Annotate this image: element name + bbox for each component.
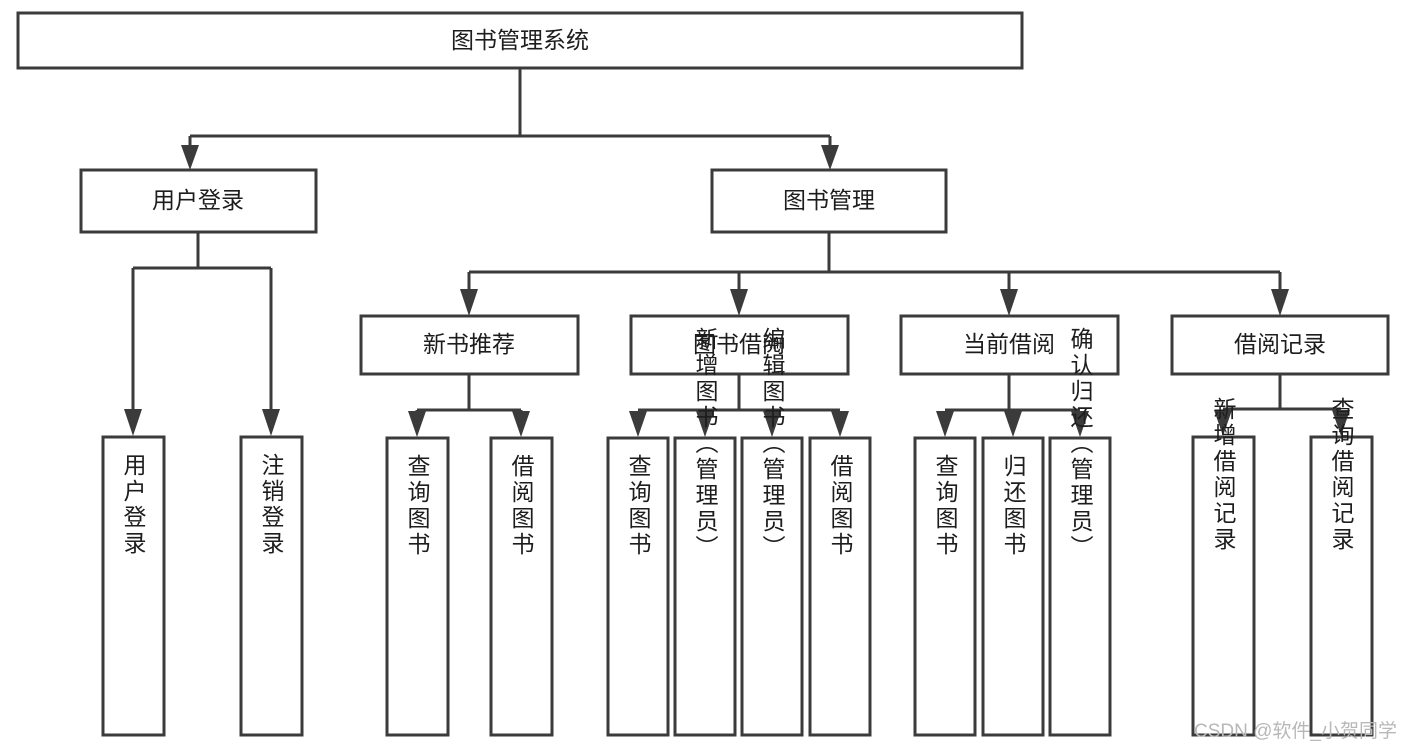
leaf-borrow-edit-book-admin[interactable]: 编辑图书（管理员） [740,327,804,737]
leaf-borrow-edit-book-admin-box[interactable] [740,436,804,737]
leaf-record-query-record-box[interactable] [1309,435,1374,737]
leaf-newbook-query-book-box[interactable] [385,436,450,737]
leaf-newbook-query-book[interactable]: 查询图书 [385,436,450,737]
leaf-user-login-box[interactable] [101,435,166,737]
arrow-head-newbook-leaf-2 [512,411,530,437]
leaf-logout-box[interactable] [239,435,304,737]
node-new-book-recommend-box[interactable] [359,314,580,376]
leaf-logout-label: 注销登录 [258,453,285,557]
node-root[interactable]: 图书管理系统 [16,11,1024,70]
node-current-borrow-box[interactable] [899,314,1120,376]
leaf-borrow-borrow-book-box[interactable] [808,436,872,737]
node-root-box[interactable] [16,11,1024,70]
leaf-borrow-query-book-label: 查询图书 [625,454,652,558]
leaf-record-add-record[interactable]: 新增借阅记录 [1191,397,1256,737]
node-borrow-record[interactable]: 借阅记录 [1170,314,1390,376]
arrow-head-borrow-leaf-1 [629,411,647,437]
node-user-login-label: 用户登录 [152,187,244,213]
arrow-head-record-leaf-1 [1214,410,1232,436]
leaf-current-confirm-return-admin[interactable]: 确认归还（管理员） [1048,327,1112,737]
leaf-current-return-book[interactable]: 归还图书 [981,436,1045,737]
arrow-head-current-leaf-2 [1004,411,1022,437]
leaf-current-return-book-box[interactable] [981,436,1045,737]
arrow-head-record-leaf-2 [1332,410,1350,436]
leaf-newbook-query-book-label: 查询图书 [404,454,431,558]
leaf-borrow-add-book-admin-box[interactable] [673,436,737,737]
node-book-borrow-box[interactable] [629,314,850,376]
arrow-head-current-leaf-1 [936,411,954,437]
leaf-newbook-borrow-book-box[interactable] [489,436,554,737]
node-borrow-record-box[interactable] [1170,314,1390,376]
node-book-management-label: 图书管理 [783,187,875,213]
node-book-borrow-label: 图书借阅 [693,331,785,357]
leaf-borrow-edit-book-admin-label: 编辑图书（管理员） [759,327,786,561]
leaf-current-confirm-return-admin-box[interactable] [1048,436,1112,737]
leaf-newbook-borrow-book-label: 借阅图书 [508,454,535,558]
leaf-record-query-record-label: 查询借阅记录 [1328,397,1355,553]
leaf-borrow-query-book[interactable]: 查询图书 [606,436,670,737]
leaf-borrow-add-book-admin[interactable]: 新增图书（管理员） [673,327,737,737]
leaf-current-query-book-label: 查询图书 [932,454,959,558]
arrow-head-borrow [730,289,748,316]
leaf-user-login-label: 用户登录 [120,453,147,557]
node-book-management[interactable]: 图书管理 [710,168,948,234]
leaf-borrow-borrow-book[interactable]: 借阅图书 [808,436,872,737]
leaf-record-query-record[interactable]: 查询借阅记录 [1309,397,1374,737]
node-user-login-box[interactable] [79,168,318,234]
node-user-login[interactable]: 用户登录 [79,168,318,234]
arrow-head-newbook-leaf-1 [408,411,426,437]
node-book-management-box[interactable] [710,168,948,234]
leaf-record-add-record-box[interactable] [1191,435,1256,737]
node-book-borrow[interactable]: 图书借阅 [629,314,850,376]
arrow-head-record [1271,289,1289,316]
node-new-book-recommend[interactable]: 新书推荐 [359,314,580,376]
node-borrow-record-label: 借阅记录 [1234,331,1326,357]
node-current-borrow[interactable]: 当前借阅 [899,314,1120,376]
arrow-head-book-mgmt [821,145,839,170]
leaf-borrow-borrow-book-label: 借阅图书 [827,454,854,558]
arrow-head-borrow-leaf-3 [763,411,781,437]
arrow-head-newbook [460,289,478,316]
leaf-borrow-query-book-box[interactable] [606,436,670,737]
arrow-head-borrow-leaf-2 [696,411,714,437]
leaf-current-return-book-label: 归还图书 [1000,454,1027,558]
leaf-logout[interactable]: 注销登录 [239,435,304,737]
leaf-user-login[interactable]: 用户登录 [101,435,166,737]
arrow-head-leaf-user-login [124,409,142,436]
arrow-head-user-login [181,145,199,170]
connector-group [124,68,1350,437]
arrow-head-borrow-leaf-4 [831,411,849,437]
leaf-current-query-book[interactable]: 查询图书 [913,436,977,737]
arrow-head-current-leaf-3 [1071,411,1089,437]
leaf-current-confirm-return-admin-label: 确认归还（管理员） [1067,327,1094,561]
leaf-record-add-record-label: 新增借阅记录 [1210,397,1237,553]
arrow-head-leaf-logout [262,409,280,436]
leaf-borrow-add-book-admin-label: 新增图书（管理员） [692,327,719,561]
node-new-book-recommend-label: 新书推荐 [423,331,515,357]
leaf-newbook-borrow-book[interactable]: 借阅图书 [489,436,554,737]
node-current-borrow-label: 当前借阅 [963,331,1055,357]
leaf-current-query-book-box[interactable] [913,436,977,737]
arrow-head-current [1000,289,1018,316]
node-root-label: 图书管理系统 [451,27,589,53]
